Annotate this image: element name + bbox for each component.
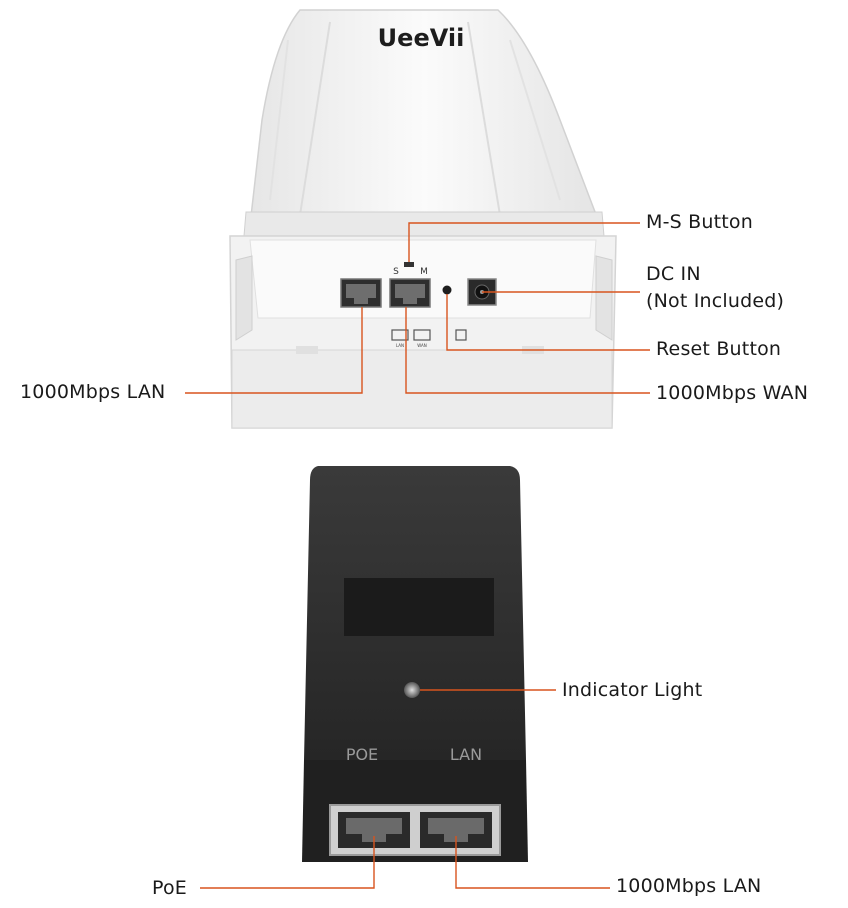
leader-lines: [185, 222, 650, 889]
front-port-icons: LAN WAN: [391, 329, 467, 348]
switch-s-mark: S: [393, 267, 399, 277]
lid-rim: [243, 211, 605, 237]
device-lid: [249, 9, 602, 226]
front-lan-mark: LAN: [396, 343, 404, 348]
injector-lan-mark: LAN: [450, 745, 482, 764]
indicator-led: [404, 682, 420, 698]
injector-poe-mark: POE: [346, 745, 378, 764]
brand-logo: UeeVii: [378, 24, 465, 52]
leader-reset-button: [446, 294, 650, 351]
leader-wan: [405, 307, 650, 394]
lid-rib: [467, 21, 501, 216]
switch-m-mark: M: [420, 267, 428, 277]
poe-injector: POE LAN: [302, 466, 528, 862]
label-wan-1000: 1000Mbps WAN: [656, 382, 809, 404]
label-injector-lan: 1000Mbps LAN: [616, 875, 762, 897]
leader-poe: [200, 836, 375, 889]
label-indicator-light: Indicator Light: [562, 679, 703, 701]
lid-rib: [269, 39, 289, 201]
ms-switch: [404, 262, 414, 267]
compartment-front-wall: [231, 349, 613, 429]
outdoor-cpe-device: UeeVii S M: [229, 9, 617, 429]
label-dc-in: DC IN: [646, 263, 701, 285]
front-wan-mark: WAN: [417, 343, 426, 348]
leader-ms-button: [408, 222, 640, 262]
left-latch: [235, 255, 253, 341]
lid-rib: [509, 39, 561, 201]
label-poe: PoE: [152, 877, 188, 899]
lid-rib: [299, 21, 331, 216]
label-reset-button: Reset Button: [656, 338, 782, 360]
label-lan-1000: 1000Mbps LAN: [20, 381, 166, 403]
leader-lan: [185, 307, 363, 394]
lan-port: [340, 278, 382, 308]
right-latch: [595, 255, 613, 341]
label-recess: [344, 578, 494, 636]
clip-tab: [296, 346, 318, 354]
injector-poe-port: [338, 812, 410, 848]
label-not-included: (Not Included): [646, 290, 785, 312]
wan-port: [389, 278, 431, 308]
label-ms-button: M-S Button: [646, 211, 753, 233]
reset-hole: [442, 285, 452, 295]
leader-injector-lan: [455, 836, 610, 889]
